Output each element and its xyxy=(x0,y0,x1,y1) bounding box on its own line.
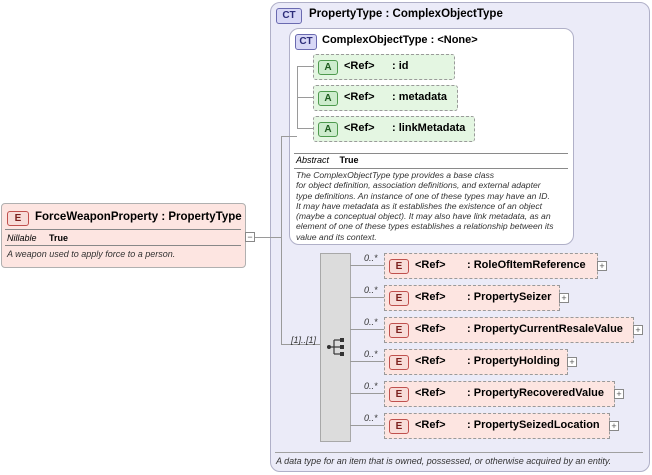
abstract-row: Abstract True xyxy=(296,155,359,165)
element-icon: E xyxy=(389,323,409,338)
nillable-row: Nillable True xyxy=(7,233,69,243)
child-element-property-holding[interactable]: E <Ref> : PropertyHolding xyxy=(384,349,568,375)
complex-type-icon: CT xyxy=(295,34,317,50)
attribute-metadata[interactable]: A <Ref> : metadata xyxy=(313,85,458,111)
property-type-doc: A data type for an item that is owned, p… xyxy=(276,456,612,466)
root-element-title: ForceWeaponProperty : PropertyType xyxy=(35,211,242,223)
expand-toggle[interactable]: − xyxy=(245,232,255,242)
expand-toggle[interactable]: + xyxy=(567,357,577,367)
attribute-link-metadata[interactable]: A <Ref> : linkMetadata xyxy=(313,116,475,142)
element-icon: E xyxy=(389,291,409,306)
attribute-icon: A xyxy=(318,60,338,75)
element-icon: E xyxy=(7,211,29,226)
expand-toggle[interactable]: + xyxy=(559,293,569,303)
root-element-doc: A weapon used to apply force to a person… xyxy=(7,249,176,259)
expand-toggle[interactable]: + xyxy=(597,261,607,271)
element-icon: E xyxy=(389,355,409,370)
complex-object-type-title: ComplexObjectType : <None> xyxy=(322,34,478,46)
child-element-property-seized-location[interactable]: E <Ref> : PropertySeizedLocation xyxy=(384,413,610,439)
sequence-icon xyxy=(327,338,344,356)
attribute-icon: A xyxy=(318,91,338,106)
element-icon: E xyxy=(389,259,409,274)
expand-toggle[interactable]: + xyxy=(633,325,643,335)
child-element-role-of-item-reference[interactable]: E <Ref> : RoleOfItemReference xyxy=(384,253,598,279)
expand-toggle[interactable]: + xyxy=(614,389,624,399)
sequence-occurrence: [1]..[1] xyxy=(291,335,317,345)
root-element-box[interactable]: E ForceWeaponProperty : PropertyType Nil… xyxy=(1,203,246,268)
complex-type-icon: CT xyxy=(276,8,302,24)
element-icon: E xyxy=(389,419,409,434)
child-element-property-recovered-value[interactable]: E <Ref> : PropertyRecoveredValue xyxy=(384,381,615,407)
attribute-id[interactable]: A <Ref> : id xyxy=(313,54,455,80)
property-type-title: PropertyType : ComplexObjectType xyxy=(309,8,503,20)
complex-object-type-doc: The ComplexObjectType type provides a ba… xyxy=(296,170,554,242)
child-element-property-current-resale-value[interactable]: E <Ref> : PropertyCurrentResaleValue xyxy=(384,317,634,343)
expand-toggle[interactable]: + xyxy=(609,421,619,431)
attribute-icon: A xyxy=(318,122,338,137)
child-element-property-seizer[interactable]: E <Ref> : PropertySeizer xyxy=(384,285,560,311)
sequence-compositor[interactable] xyxy=(320,253,351,442)
element-icon: E xyxy=(389,387,409,402)
